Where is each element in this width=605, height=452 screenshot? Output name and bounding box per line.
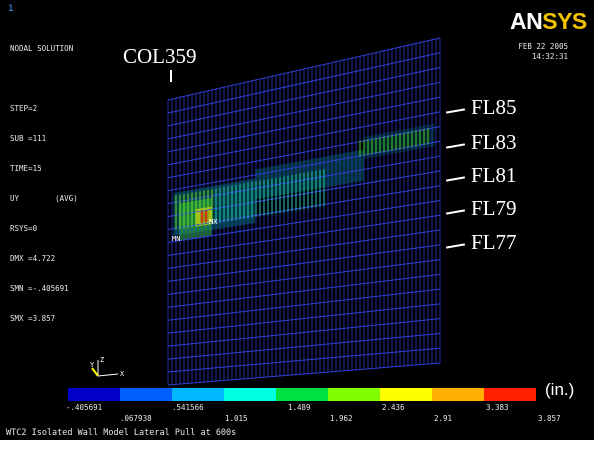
- mesh-floor-line: [167, 200, 441, 243]
- mesh-floor-line: [167, 96, 441, 153]
- legend-tick-label: 1.962: [330, 414, 353, 423]
- info-line: [10, 74, 78, 84]
- mesh-floor-line: [167, 52, 441, 114]
- info-line: SMN =-.405691: [10, 284, 69, 293]
- window-number: 1: [8, 4, 14, 14]
- legend-swatch: [172, 388, 224, 401]
- plot-date: FEB 22 2005: [518, 42, 568, 51]
- floor-label-fl83: FL83: [471, 130, 517, 154]
- info-line: SUB =111: [10, 134, 47, 143]
- mesh-floor-line: [167, 37, 441, 101]
- coordinate-triad: Z X Y: [90, 356, 125, 378]
- wall-mesh-plot: [167, 37, 441, 386]
- min-marker: MN: [172, 235, 181, 243]
- legend-tick-label: 3.857: [538, 414, 561, 423]
- plot-title: WTC2 Isolated Wall Model Lateral Pull at…: [6, 428, 237, 438]
- legend-swatch: [328, 388, 380, 401]
- mesh-floor-line: [167, 303, 441, 334]
- timestamp-block: FEB 22 2005 14:32:31: [518, 42, 568, 62]
- mesh-floor-line: [167, 229, 441, 269]
- mesh-floor-line: [167, 259, 441, 295]
- info-line: RSYS=0: [10, 224, 38, 233]
- column-pointer-line: [170, 70, 172, 82]
- mesh-floor-line: [167, 332, 441, 360]
- logo-part-sys: SYS: [542, 8, 587, 34]
- info-line: TIME=15: [10, 164, 42, 173]
- triad-z-label: Z: [100, 356, 104, 364]
- legend-tick-label: 2.91: [434, 414, 453, 423]
- mesh-floor-line: [167, 347, 441, 373]
- legend-swatch: [484, 388, 536, 401]
- mesh-floor-line: [167, 81, 441, 140]
- legend-tick-label: 2.436: [382, 403, 405, 412]
- displacement-band: [255, 149, 364, 200]
- mesh-floor-line: [167, 288, 441, 321]
- legend-swatch: [224, 388, 276, 401]
- mesh-floor-line: [167, 140, 441, 192]
- legend-swatch: [276, 388, 328, 401]
- info-line: STEP=2: [10, 104, 38, 113]
- mesh-floor-line: [167, 273, 441, 308]
- triad-x-label: X: [120, 370, 125, 378]
- plot-info-block: NODAL SOLUTION STEP=2 SUB =111 TIME=15 U…: [10, 24, 78, 344]
- legend-tick-label: 3.383: [486, 403, 509, 412]
- contour-legend-bar: [68, 388, 536, 401]
- mesh-floor-line: [167, 214, 441, 256]
- legend-swatch: [68, 388, 120, 401]
- mesh-floor-line: [167, 244, 441, 282]
- triad-y-axis: [91, 367, 99, 377]
- max-displacement-zone: [200, 210, 209, 223]
- graphics-viewport[interactable]: 1 NODAL SOLUTION STEP=2 SUB =111 TIME=15…: [0, 0, 594, 440]
- legend-swatch: [432, 388, 484, 401]
- mesh-floor-line: [167, 318, 441, 347]
- plot-time: 14:32:31: [531, 52, 568, 61]
- legend-tick-label: .541566: [172, 403, 204, 412]
- legend-swatch: [380, 388, 432, 401]
- legend-tick-label: 1.489: [288, 403, 311, 412]
- max-marker: MX: [209, 218, 218, 226]
- legend-units: (in.): [545, 380, 575, 399]
- column-label: COL359: [123, 44, 197, 68]
- mesh-floor-line: [167, 111, 441, 166]
- info-line: SMX =3.857: [10, 314, 56, 323]
- mesh-floor-line: [167, 362, 441, 386]
- floor-label-fl79: FL79: [471, 196, 517, 220]
- floor-label-fl81: FL81: [471, 163, 517, 187]
- legend-tick-label: .067938: [120, 414, 152, 423]
- triad-y-label: Y: [90, 361, 95, 369]
- legend-tick-label: -.405691: [66, 403, 103, 412]
- logo-part-an: AN: [510, 8, 543, 34]
- legend-swatch: [120, 388, 172, 401]
- ansys-logo: ANSYS: [510, 8, 587, 35]
- info-line: NODAL SOLUTION: [10, 44, 74, 53]
- mesh-floor-line: [167, 126, 441, 179]
- mesh-floor-line: [167, 67, 441, 127]
- floor-label-fl77: FL77: [471, 230, 517, 254]
- triad-x-axis: [97, 373, 119, 377]
- displacement-band: [363, 123, 435, 159]
- legend-tick-label: 1.015: [225, 414, 248, 423]
- floor-label-fl85: FL85: [471, 95, 517, 119]
- info-line: UY (AVG): [10, 194, 78, 203]
- info-line: DMX =4.722: [10, 254, 56, 263]
